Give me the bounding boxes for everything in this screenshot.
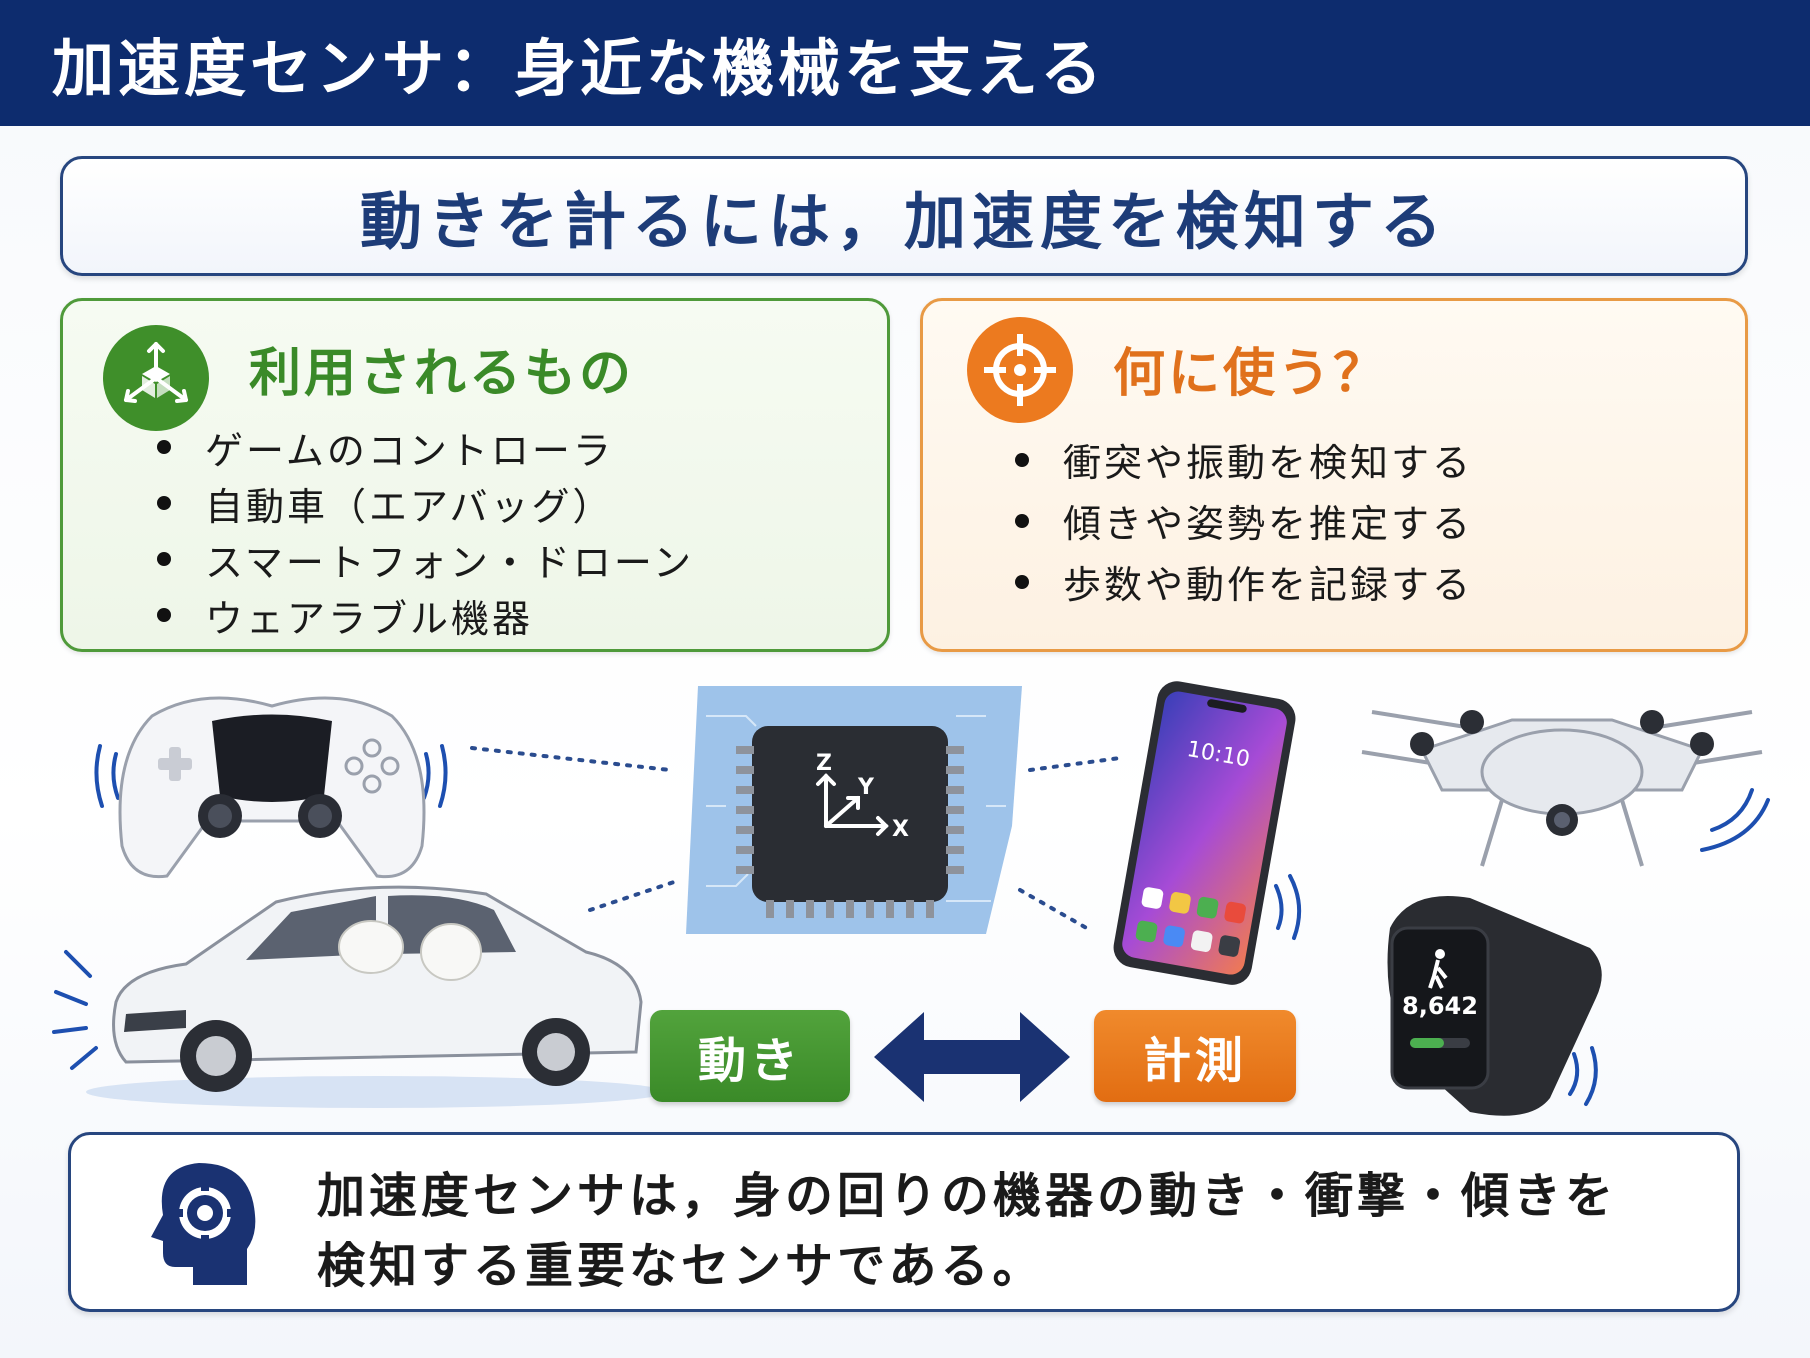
x-axis-label: X bbox=[892, 817, 909, 842]
list-item-label: ウェアラブル機器 bbox=[205, 596, 534, 641]
car-airbag-image bbox=[52, 885, 666, 1108]
purpose-panel: 何に使う？ 衝突や振動を検知する 傾きや姿勢を推定する 歩数や動作を記録する bbox=[920, 298, 1748, 652]
game-controller-image bbox=[94, 696, 448, 879]
measure-tag-label: 計測 bbox=[1142, 1033, 1247, 1089]
motion-tag-label: 動き bbox=[697, 1033, 802, 1089]
smartphone-image: 10:10 bbox=[1113, 681, 1302, 985]
list-item-label: 自動車（エアバッグ） bbox=[205, 484, 614, 529]
uses-list: ゲームのコントローラ 自動車（エアバッグ） スマートフォン・ドローン ウェアラブ… bbox=[157, 419, 694, 643]
list-item: 衝突や振動を検知する bbox=[1015, 429, 1473, 490]
bullet-dot bbox=[157, 496, 171, 510]
target-icon bbox=[967, 317, 1073, 423]
summary-text: 加速度センサは，身の回りの機器の動き・衝撃・傾きを 検知する重要なセンサである。 bbox=[317, 1161, 1717, 1301]
bullet-dot bbox=[1015, 574, 1029, 589]
head-gear-icon bbox=[151, 1163, 256, 1285]
double-arrow-icon bbox=[874, 1012, 1070, 1102]
list-item-label: 歩数や動作を記録する bbox=[1063, 563, 1474, 607]
list-item-label: スマートフォン・ドローン bbox=[205, 540, 694, 585]
bullet-dot bbox=[157, 608, 171, 622]
uses-panel: 利用されるもの ゲームのコントローラ 自動車（エアバッグ） スマートフォン・ドロ… bbox=[60, 298, 890, 652]
drone-image bbox=[1361, 710, 1770, 867]
bullet-dot bbox=[1015, 452, 1029, 467]
y-axis-label: Y bbox=[857, 775, 875, 800]
bullet-dot bbox=[157, 552, 171, 566]
summary-line-1: 加速度センサは，身の回りの機器の動き・衝撃・傾きを bbox=[317, 1168, 1618, 1224]
motion-tag: 動き bbox=[650, 1010, 850, 1102]
subtitle-banner: 動きを計るには，加速度を検知する bbox=[60, 156, 1748, 276]
uses-heading: 利用されるもの bbox=[249, 344, 635, 404]
accelerometer-chip-image: Z Y X bbox=[686, 686, 1022, 934]
list-item: 自動車（エアバッグ） bbox=[157, 475, 694, 531]
bullet-dot bbox=[1015, 513, 1029, 528]
list-item: 傾きや姿勢を推定する bbox=[1015, 490, 1473, 551]
list-item-label: 傾きや姿勢を推定する bbox=[1063, 502, 1474, 546]
summary-line-2: 検知する重要なセンサである。 bbox=[317, 1238, 1045, 1294]
summary-box: 加速度センサは，身の回りの機器の動き・衝撃・傾きを 検知する重要なセンサである。 bbox=[68, 1132, 1740, 1312]
z-axis-label: Z bbox=[816, 751, 832, 776]
purpose-heading: 何に使う？ bbox=[1113, 344, 1389, 404]
list-item: ウェアラブル機器 bbox=[157, 587, 694, 643]
step-count: 8,642 bbox=[1402, 992, 1478, 1020]
measure-tag: 計測 bbox=[1094, 1010, 1296, 1102]
list-item: スマートフォン・ドローン bbox=[157, 531, 694, 587]
smartwatch-image: 8,642 bbox=[1387, 896, 1602, 1116]
axis-cube-icon bbox=[103, 325, 209, 431]
bullet-dot bbox=[157, 440, 171, 454]
purpose-list: 衝突や振動を検知する 傾きや姿勢を推定する 歩数や動作を記録する bbox=[1015, 429, 1473, 612]
list-item-label: 衝突や振動を検知する bbox=[1063, 441, 1474, 485]
subtitle-text: 動きを計るには，加速度を検知する bbox=[359, 185, 1448, 258]
list-item: ゲームのコントローラ bbox=[157, 419, 694, 475]
list-item: 歩数や動作を記録する bbox=[1015, 551, 1473, 612]
page-title: 加速度センサ：身近な機械を支える bbox=[0, 0, 1810, 126]
list-item-label: ゲームのコントローラ bbox=[205, 428, 614, 473]
